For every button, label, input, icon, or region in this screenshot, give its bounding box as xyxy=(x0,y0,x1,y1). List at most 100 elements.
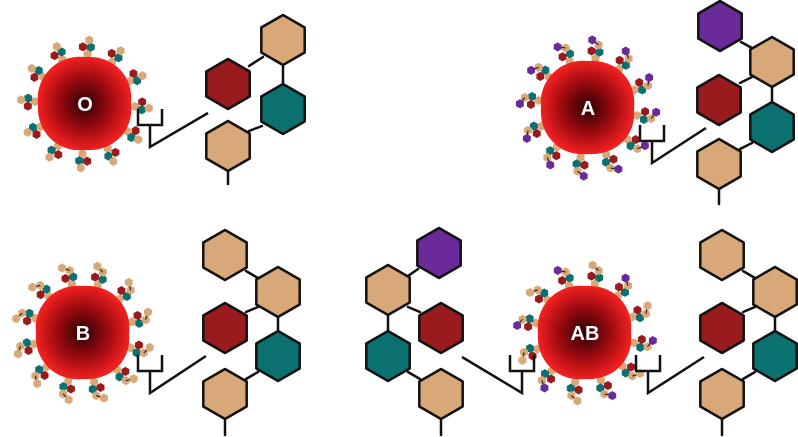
oligosaccharide-chain-ab-left xyxy=(365,226,464,437)
antigen-sugar xyxy=(595,47,604,57)
tan-sugar-unit xyxy=(699,367,745,421)
antigen-cluster-ab xyxy=(513,260,657,406)
antigen-chain xyxy=(587,260,604,289)
antigen-chain xyxy=(522,121,546,143)
antigen-sugar xyxy=(141,315,150,325)
teal-sugar-unit xyxy=(260,82,306,136)
antigen-chain xyxy=(614,273,633,301)
red-blood-cell-o xyxy=(37,56,132,151)
antigen-sugar xyxy=(144,103,153,113)
antigen-chain xyxy=(59,376,75,405)
antigen-chain xyxy=(113,365,138,386)
bond-line xyxy=(741,305,757,314)
antigen-sugar xyxy=(518,355,527,365)
bond-line xyxy=(244,370,260,381)
glycosidic-bond xyxy=(741,269,757,280)
antigen-sugar xyxy=(627,362,636,372)
bond-line xyxy=(247,124,264,133)
sugar-hexagon xyxy=(202,367,248,421)
antigen-sugar xyxy=(553,42,562,52)
antigen-sugar xyxy=(513,320,522,330)
antigen-sugar xyxy=(553,265,562,275)
antigen-sugar xyxy=(135,340,143,350)
antigen-sugar xyxy=(529,121,538,131)
tan-sugar-unit xyxy=(696,137,742,191)
antigen-sugar xyxy=(522,133,531,143)
sugar-hexagon xyxy=(418,301,464,355)
maroon-sugar-unit xyxy=(696,73,742,127)
antigen-sugar xyxy=(36,280,45,290)
antigen-sugar xyxy=(515,99,524,109)
antigen-sugar xyxy=(528,91,537,102)
blood-type-label-ab: AB xyxy=(571,323,600,345)
blood-type-label-a: A xyxy=(581,98,595,120)
antigen-sugar xyxy=(91,272,99,282)
antigen-sugar xyxy=(541,65,550,75)
antigen-sugar xyxy=(45,152,54,162)
antigen-chain xyxy=(633,107,661,125)
fork-connector xyxy=(136,109,209,150)
antigen-chain xyxy=(615,46,633,74)
antigen-sugar xyxy=(603,380,612,391)
glycosidic-bond xyxy=(738,75,754,85)
sugar-hexagon xyxy=(205,57,251,111)
tan-sugar-unit xyxy=(205,119,251,173)
blood-type-label-b: B xyxy=(76,323,90,345)
antigen-sugar xyxy=(532,128,541,139)
fork-connector xyxy=(136,354,207,396)
antigen-sugar xyxy=(643,301,652,311)
antigen-sugar xyxy=(93,261,102,271)
glycosidic-bond xyxy=(741,370,757,381)
antigen-chain xyxy=(518,343,542,365)
bond-line xyxy=(244,269,260,280)
antigen-sugar xyxy=(574,385,583,395)
sugar-hexagon xyxy=(202,301,248,355)
antigen-cluster-o xyxy=(17,35,153,173)
bond-line xyxy=(739,40,754,50)
antigen-sugar xyxy=(138,97,147,107)
bond-line xyxy=(247,55,265,68)
sugar-hexagon xyxy=(260,13,306,67)
antigen-sugar xyxy=(78,42,87,52)
antigen-chain xyxy=(91,261,107,290)
antigen-sugar xyxy=(587,46,596,56)
sugar-hexagon xyxy=(752,329,798,383)
bond-line xyxy=(738,141,754,151)
sugar-hexagon xyxy=(697,0,743,53)
antigen-sugar xyxy=(25,308,34,318)
antigen-sugar xyxy=(552,151,561,161)
antigen-sugar xyxy=(121,366,130,376)
antigen-chain xyxy=(17,93,40,111)
antigen-sugar xyxy=(546,160,555,170)
antigen-chain xyxy=(553,42,574,66)
sugar-hexagon xyxy=(365,263,411,317)
antigen-sugar xyxy=(52,42,61,52)
antigen-sugar xyxy=(636,342,645,352)
antigen-sugar xyxy=(17,95,26,105)
sugar-hexagon xyxy=(699,367,745,421)
maroon-sugar-unit xyxy=(202,301,248,355)
antigen-sugar xyxy=(12,314,21,324)
antigen-sugar xyxy=(27,63,36,73)
antigen-chain xyxy=(75,149,92,173)
antigen-sugar xyxy=(109,156,118,166)
antigen-sugar xyxy=(14,349,23,359)
antigen-sugar xyxy=(86,42,95,52)
antigen-sugar xyxy=(540,288,549,298)
antigen-sugar xyxy=(534,294,543,304)
glycosidic-bond xyxy=(738,141,754,151)
fork-ab-right xyxy=(634,355,705,396)
tan-sugar-unit xyxy=(260,13,306,67)
red-blood-cell-a xyxy=(540,60,635,155)
antigen-chain xyxy=(125,69,147,86)
antigen-sugar xyxy=(608,391,617,401)
antigen-sugar xyxy=(558,52,567,62)
antigen-sugar xyxy=(16,341,25,351)
antigen-sugar xyxy=(645,73,654,83)
antigen-sugar xyxy=(124,277,133,287)
glycosidic-bond xyxy=(739,40,754,50)
glycosidic-bond xyxy=(741,305,757,314)
antigen-sugar xyxy=(85,35,94,45)
antigen-sugar xyxy=(31,96,40,107)
antigen-sugar xyxy=(526,287,535,298)
